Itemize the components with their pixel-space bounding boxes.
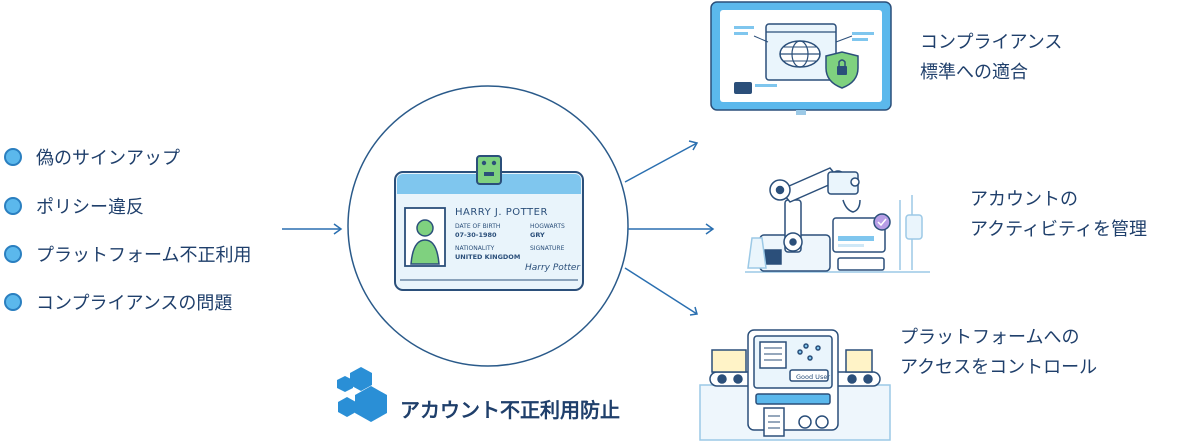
issue-item: プラットフォーム不正利用 bbox=[4, 242, 251, 266]
card-signature-label: SIGNATURE bbox=[530, 245, 565, 252]
outcome-line: アカウントの bbox=[970, 189, 1078, 210]
outcome-compliance: コンプライアンス 標準への適合 bbox=[920, 28, 1062, 88]
central-circle bbox=[347, 85, 629, 367]
hexagon-logo-icon bbox=[337, 367, 387, 422]
bullet-icon bbox=[4, 197, 22, 215]
robot-badge-label: Good User bbox=[796, 373, 830, 381]
outcome-activity: アカウントの アクティビティを管理 bbox=[970, 185, 1147, 245]
outcome-access: プラットフォームへの アクセスをコントロール bbox=[900, 323, 1097, 383]
outcome-line: プラットフォームへの bbox=[900, 327, 1080, 348]
conveyor-machine-illustration bbox=[699, 329, 891, 441]
card-house-value: GRY bbox=[530, 231, 545, 239]
robot-arm-illustration bbox=[745, 167, 930, 273]
card-nationality-label: NATIONALITY bbox=[455, 245, 495, 252]
bullet-icon bbox=[4, 293, 22, 311]
compliance-monitor-illustration bbox=[710, 1, 892, 115]
bullet-icon bbox=[4, 245, 22, 263]
issue-item: 偽のサインアップ bbox=[4, 145, 180, 169]
issue-item: コンプライアンスの問題 bbox=[4, 290, 232, 314]
card-name: HARRY J. POTTER bbox=[455, 207, 548, 218]
id-card-illustration bbox=[394, 155, 584, 291]
card-signature-value: Harry Potter bbox=[525, 263, 581, 273]
outcome-line: アクティビティを管理 bbox=[970, 219, 1147, 240]
outcome-line: アクセスをコントロール bbox=[900, 357, 1098, 378]
issue-label: 偽のサインアップ bbox=[36, 148, 180, 169]
card-nationality-value: UNITED KINGDOM bbox=[455, 253, 520, 261]
card-dob-label: DATE OF BIRTH bbox=[455, 223, 500, 230]
brand-label: アカウント不正利用防止 bbox=[400, 398, 620, 422]
input-arrow bbox=[282, 223, 343, 235]
issue-label: ポリシー違反 bbox=[36, 197, 144, 218]
issue-label: プラットフォーム不正利用 bbox=[36, 245, 252, 266]
output-arrows bbox=[624, 140, 715, 316]
card-dob-value: 07-30-1980 bbox=[455, 231, 497, 239]
issue-item: ポリシー違反 bbox=[4, 194, 144, 218]
card-house-label: HOGWARTS bbox=[530, 223, 565, 230]
outcome-line: コンプライアンス bbox=[920, 32, 1063, 53]
bullet-icon bbox=[4, 148, 22, 166]
outcome-line: 標準への適合 bbox=[920, 62, 1028, 83]
issue-label: コンプライアンスの問題 bbox=[36, 293, 233, 314]
